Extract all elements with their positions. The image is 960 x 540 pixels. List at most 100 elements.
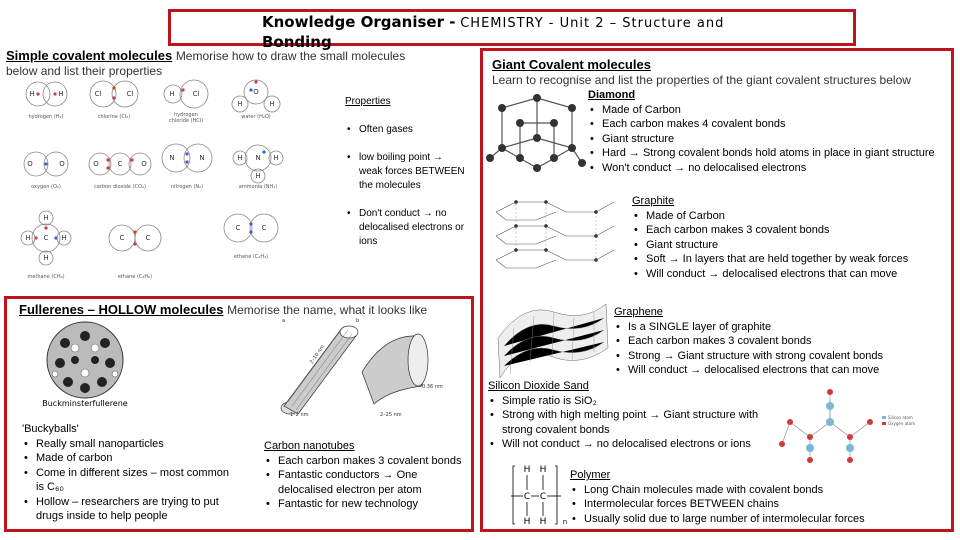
property-item: Often gases xyxy=(345,123,467,137)
svg-text:a: a xyxy=(282,318,285,324)
svg-text:methane (CH₄): methane (CH₄) xyxy=(27,274,64,280)
svg-text:O: O xyxy=(59,160,65,168)
svg-text:H: H xyxy=(269,100,274,108)
graphite-block: Graphite Made of Carbon Each carbon make… xyxy=(632,194,950,281)
svg-text:2–25 nm: 2–25 nm xyxy=(380,412,402,418)
svg-text:chlorine (Cl₂): chlorine (Cl₂) xyxy=(98,114,130,120)
diamond-item: Won't conduct → no delocalised electrons xyxy=(588,161,948,176)
svg-text:H: H xyxy=(273,154,278,162)
graphite-item: Each carbon makes 3 covalent bonds xyxy=(632,223,950,238)
svg-text:Cl: Cl xyxy=(95,90,102,98)
svg-text:C: C xyxy=(44,234,49,242)
nanotube-item: Each carbon makes 3 covalent bonds xyxy=(264,454,464,469)
diamond-block: Diamond Made of Carbon Each carbon makes… xyxy=(588,88,948,175)
nanotubes-title: Carbon nanotubes xyxy=(264,440,355,452)
diamond-item: Hard → Strong covalent bonds hold atoms … xyxy=(588,146,948,161)
graphene-structure-image xyxy=(497,303,609,379)
svg-text:C: C xyxy=(146,234,151,242)
svg-text:ammonia (NH₃): ammonia (NH₃) xyxy=(239,184,278,190)
graphene-item: Is a SINGLE layer of graphite xyxy=(614,320,944,335)
svg-text:H: H xyxy=(58,90,63,98)
graphite-item: Will conduct → delocalised electrons tha… xyxy=(632,267,950,282)
silica-item: Simple ratio is SiO₂ xyxy=(488,394,783,409)
svg-text:Cl: Cl xyxy=(127,90,134,98)
svg-text:N: N xyxy=(255,154,260,162)
svg-text:ethane (C₂H₆): ethane (C₂H₆) xyxy=(118,274,152,280)
giant-instruction: Learn to recognise and list the properti… xyxy=(492,73,911,87)
svg-text:Cl: Cl xyxy=(193,90,200,98)
svg-text:C: C xyxy=(118,160,123,168)
silica-item: Strong with high melting point → Giant s… xyxy=(488,408,783,437)
diamond-item: Made of Carbon xyxy=(588,103,948,118)
buckyball-item: Come in different sizes – most common is… xyxy=(22,466,232,495)
svg-text:n: n xyxy=(563,518,567,526)
diamond-item: Giant structure xyxy=(588,132,948,147)
nanotube-item: Fantastic for new technology xyxy=(264,497,464,512)
svg-text:water (H₂O): water (H₂O) xyxy=(241,114,270,120)
polymer-item: Long Chain molecules made with covalent … xyxy=(570,483,950,498)
svg-text:H: H xyxy=(237,100,242,108)
buckyballs-block: 'Buckyballs' Really small nanoparticles … xyxy=(22,422,232,524)
svg-text:chloride (HCl): chloride (HCl) xyxy=(169,118,203,124)
svg-text:H: H xyxy=(43,214,48,222)
polymer-title: Polymer xyxy=(570,469,611,481)
simple-instruction-2: below and list their properties xyxy=(6,64,163,78)
polymer-item: Usually solid due to large number of int… xyxy=(570,512,950,527)
graphite-title: Graphite xyxy=(632,195,675,207)
diamond-structure-image xyxy=(486,94,586,172)
svg-text:C: C xyxy=(262,224,267,232)
svg-text:H: H xyxy=(169,90,174,98)
buckyball-item: Hollow – researchers are trying to put d… xyxy=(22,495,232,524)
svg-text:H: H xyxy=(540,517,547,527)
svg-text:0.36 nm: 0.36 nm xyxy=(422,384,443,390)
property-item: low boiling point → weak forces BETWEEN … xyxy=(345,151,467,193)
svg-text:Oxygen atom: Oxygen atom xyxy=(888,421,915,426)
silica-block: Silicon Dioxide Sand Simple ratio is SiO… xyxy=(488,379,783,452)
silica-item: Will not conduct → no delocalised electr… xyxy=(488,437,783,452)
diamond-item: Each carbon makes 4 covalent bonds xyxy=(588,117,948,132)
graphite-item: Made of Carbon xyxy=(632,209,950,224)
svg-text:C: C xyxy=(540,492,546,502)
graphene-item: Will conduct → delocalised electrons tha… xyxy=(614,363,944,378)
svg-text:H: H xyxy=(237,154,242,162)
graphite-structure-image xyxy=(495,200,615,269)
svg-text:H: H xyxy=(540,465,547,475)
polymer-block: Polymer Long Chain molecules made with c… xyxy=(570,468,950,526)
buckyballs-title: 'Buckyballs' xyxy=(22,423,79,435)
svg-text:oxygen (O₂): oxygen (O₂) xyxy=(31,184,61,190)
svg-text:hydrogen (H₂): hydrogen (H₂) xyxy=(29,114,64,120)
svg-text:C: C xyxy=(524,492,530,502)
svg-text:hydrogen: hydrogen xyxy=(174,112,198,118)
svg-text:1–2 nm: 1–2 nm xyxy=(290,412,309,418)
svg-text:H: H xyxy=(61,234,66,242)
graphene-block: Graphene Is a SINGLE layer of graphite E… xyxy=(614,305,944,378)
simple-heading: Simple covalent molecules Memorise how t… xyxy=(6,48,406,63)
svg-text:carbon dioxide (CO₂): carbon dioxide (CO₂) xyxy=(94,184,146,190)
svg-text:H: H xyxy=(255,172,260,180)
nanotubes-block: Carbon nanotubes Each carbon makes 3 cov… xyxy=(264,439,464,512)
fullerenes-heading: Fullerenes – HOLLOW molecules Memorise t… xyxy=(19,302,428,317)
properties-block: Properties Often gases low boiling point… xyxy=(345,95,467,249)
svg-text:H: H xyxy=(29,90,34,98)
giant-heading: Giant Covalent molecules xyxy=(492,57,651,72)
graphene-title: Graphene xyxy=(614,306,663,318)
svg-text:O: O xyxy=(27,160,33,168)
graphene-item: Each carbon makes 3 covalent bonds xyxy=(614,334,944,349)
svg-text:C: C xyxy=(236,224,241,232)
svg-text:Silicon atom: Silicon atom xyxy=(888,415,913,420)
svg-text:O: O xyxy=(253,88,259,96)
svg-text:H: H xyxy=(524,517,531,527)
svg-text:C: C xyxy=(120,234,125,242)
svg-text:Buckminsterfullerene: Buckminsterfullerene xyxy=(42,399,128,408)
svg-text:O: O xyxy=(93,160,99,168)
silica-title: Silicon Dioxide Sand xyxy=(488,380,589,392)
svg-text:N: N xyxy=(169,154,174,162)
svg-text:H: H xyxy=(25,234,30,242)
page-title: Knowledge Organiser - CHEMISTRY - Unit 2… xyxy=(262,13,725,51)
silica-structure-image: Silicon atom Oxygen atom xyxy=(779,389,915,463)
buckyball-image: Buckminsterfullerene xyxy=(42,321,128,408)
svg-text:H: H xyxy=(524,465,531,475)
